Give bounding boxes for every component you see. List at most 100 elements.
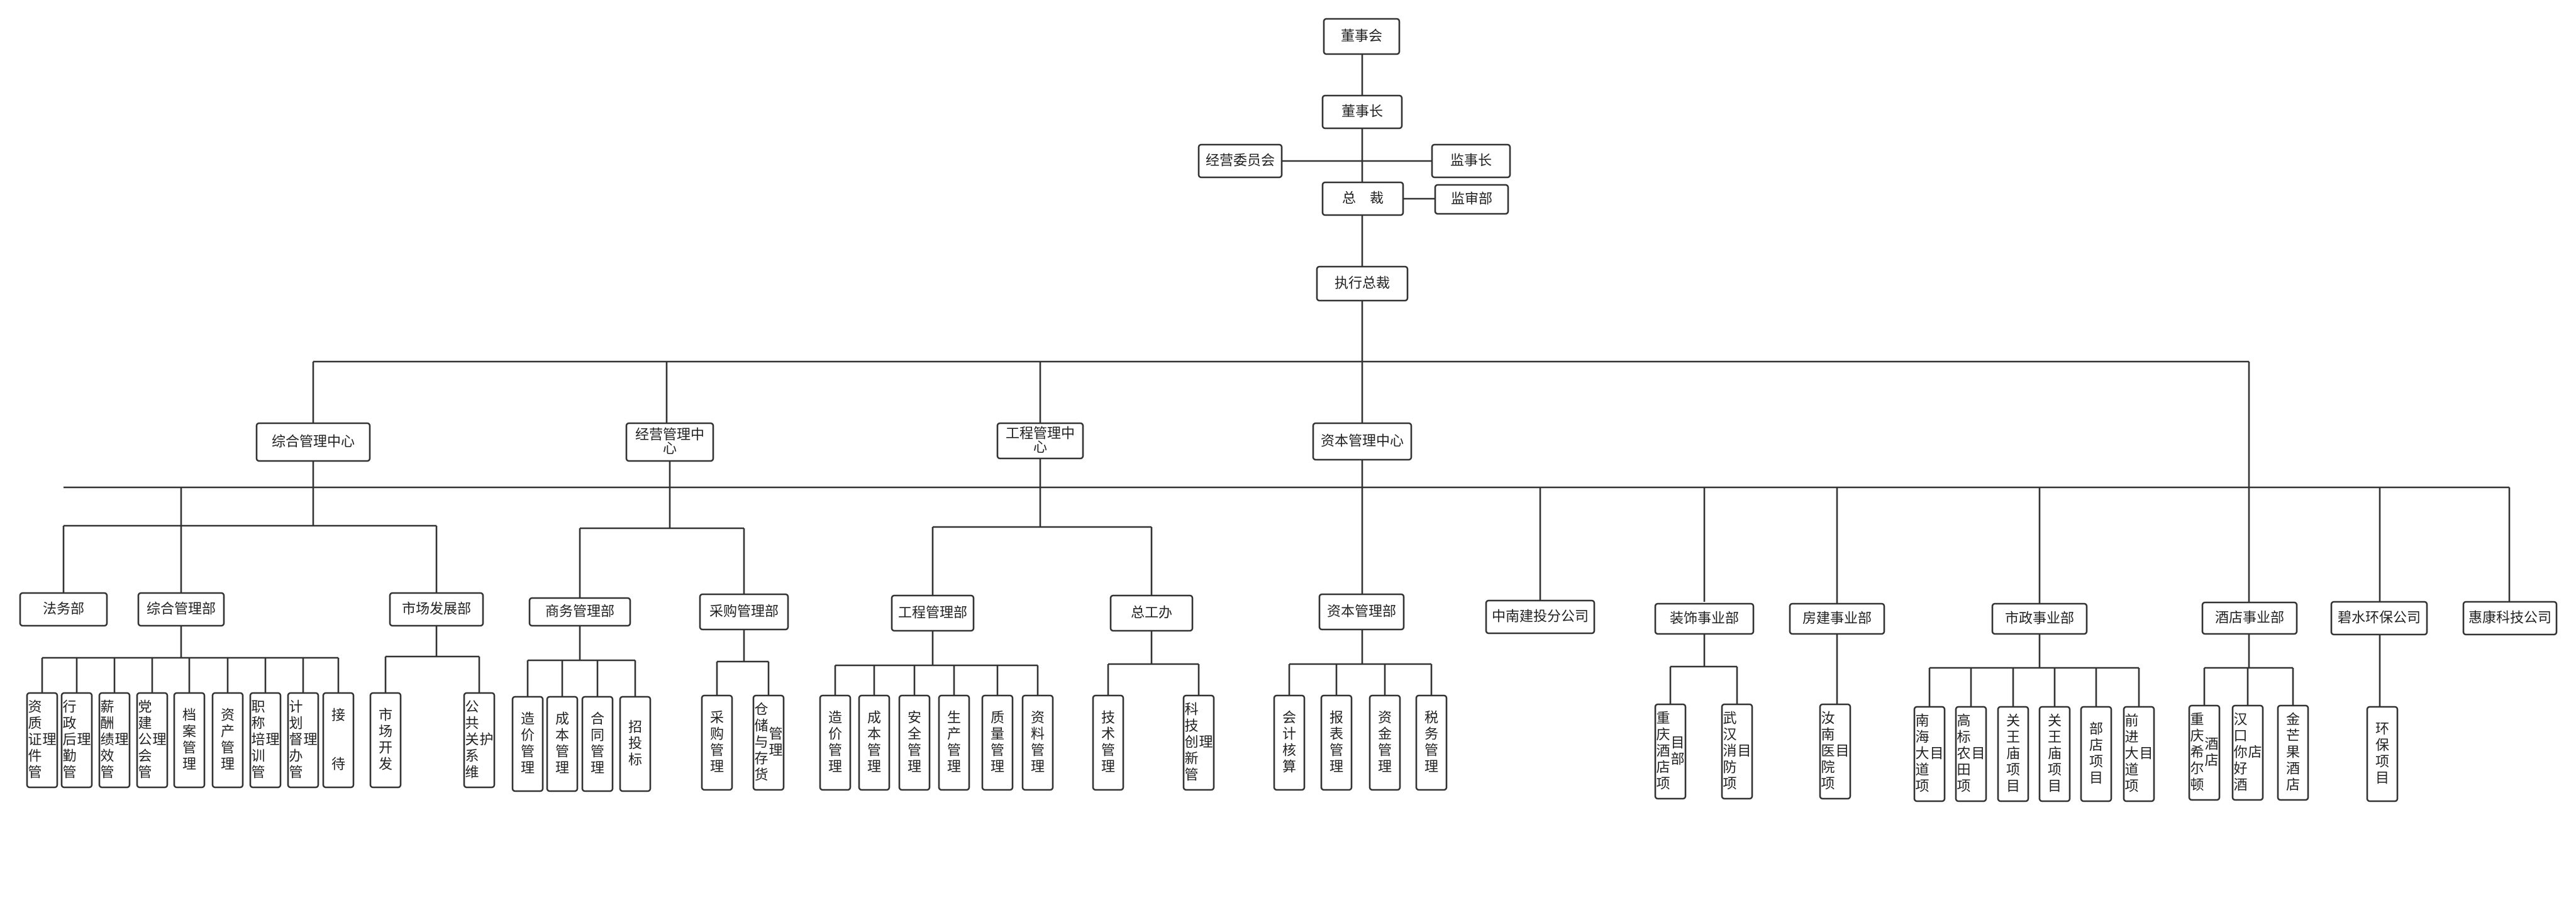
node-label: 心 xyxy=(1033,440,1047,456)
node-label: 酒 xyxy=(2286,762,2300,777)
node-label: 心 xyxy=(663,441,677,457)
node-label: 综合管理部 xyxy=(147,602,216,618)
node-label: 本 xyxy=(555,728,569,744)
node-box xyxy=(2038,706,2071,802)
node-label: 待 xyxy=(331,757,345,773)
node-label: 道 xyxy=(1915,763,1929,779)
node-label: 资 xyxy=(221,708,235,724)
node-label: 管 xyxy=(828,743,842,759)
node-zhglb: 综合管理部 xyxy=(137,592,225,627)
node-box xyxy=(1318,593,1405,631)
node-label: 希 xyxy=(2190,745,2204,761)
node-label: 办 xyxy=(289,749,303,765)
node-box xyxy=(2330,601,2428,636)
node-zbglb: 资本管理部 xyxy=(1318,593,1405,631)
node-label: 经营委员会 xyxy=(1206,153,1275,169)
node-label: 标 xyxy=(1957,730,1970,746)
node-label: 海 xyxy=(1915,730,1929,746)
node-label: 尔 xyxy=(2190,762,2204,777)
node-label: 防 xyxy=(1723,760,1736,776)
node-label: 项 xyxy=(1957,779,1970,795)
node-label: 质 xyxy=(28,716,42,732)
node-zhglzx: 综合管理中心 xyxy=(255,422,371,462)
node-label: 王 xyxy=(2006,730,2020,746)
node-label: 总 裁 xyxy=(1342,191,1384,207)
node-label: 造 xyxy=(521,712,535,728)
node-label: 项 xyxy=(2048,763,2062,779)
node-l-cggl: 采购管理 xyxy=(701,694,733,791)
node-label: 价 xyxy=(828,727,842,743)
node-label: 采 xyxy=(710,711,724,726)
node-label: 酒 xyxy=(1656,744,1670,760)
node-label: 汉 xyxy=(2233,713,2247,728)
node-box xyxy=(26,692,58,789)
node-label: 理 xyxy=(1031,760,1045,775)
node-label: 田 xyxy=(1957,763,1970,779)
node-label: 管 xyxy=(221,741,235,757)
node-box xyxy=(938,694,970,791)
node-box xyxy=(619,696,652,792)
node-l-jd: 接 待 xyxy=(322,692,355,789)
node-zssyb: 装饰事业部 xyxy=(1654,602,1755,635)
node-label: 目 xyxy=(1835,744,1849,760)
node-label: 称 xyxy=(251,716,265,732)
node-label: 成 xyxy=(867,711,881,726)
node-jdsyb: 酒店事业部 xyxy=(2201,601,2298,635)
node-zxzc: 执行总裁 xyxy=(1316,265,1409,302)
node-label: 会 xyxy=(1282,711,1296,726)
node-box xyxy=(981,694,1014,791)
node-label: 理 xyxy=(265,733,279,748)
node-label: 汝 xyxy=(1821,711,1835,727)
node-label: 资 xyxy=(1031,711,1045,726)
node-label: 新 xyxy=(1184,751,1198,767)
node-box xyxy=(1434,184,1509,215)
node-label: 接 xyxy=(331,708,345,724)
node-box xyxy=(1654,602,1755,635)
node-label: 产 xyxy=(221,724,235,740)
node-label: 管 xyxy=(710,743,724,759)
node-label: 存 xyxy=(754,751,768,767)
node-box xyxy=(1182,694,1215,791)
node-box xyxy=(891,594,975,632)
node-label: 执行总裁 xyxy=(1335,276,1390,292)
node-label: 管 xyxy=(28,765,42,781)
node-label: 庆 xyxy=(2190,729,2204,745)
node-box xyxy=(249,692,282,789)
node-box xyxy=(581,696,614,792)
node-label: 法务部 xyxy=(43,602,84,618)
node-label: 报 xyxy=(1330,711,1343,726)
node-label: 芒 xyxy=(2286,729,2300,745)
node-label: 顿 xyxy=(2190,778,2204,794)
node-label: 目 xyxy=(2139,746,2153,762)
node-label: 保 xyxy=(2375,738,2389,754)
node-label: 发 xyxy=(379,757,392,773)
node-label: 薪 xyxy=(100,700,114,716)
node-label: 公 xyxy=(138,733,152,748)
node-label: 理 xyxy=(1199,735,1213,751)
node-label: 会 xyxy=(138,749,152,765)
node-label: 中南建投分公司 xyxy=(1492,609,1589,625)
node-label: 理 xyxy=(182,757,196,773)
node-label: 理 xyxy=(521,761,535,777)
node-label: 案 xyxy=(182,724,196,740)
node-box xyxy=(1312,422,1413,461)
node-label: 绩 xyxy=(100,733,114,748)
node-fjsyb: 房建事业部 xyxy=(1789,602,1885,635)
node-label: 大 xyxy=(2124,746,2138,762)
node-label: 同 xyxy=(591,728,604,744)
node-label: 市场发展部 xyxy=(402,602,471,618)
node-label: 项 xyxy=(1723,777,1736,792)
node-label: 装饰事业部 xyxy=(1670,611,1739,627)
node-label: 表 xyxy=(1330,727,1343,743)
node-box xyxy=(1092,694,1124,791)
node-label: 计 xyxy=(289,700,303,716)
node-label: 目 xyxy=(2089,771,2103,787)
